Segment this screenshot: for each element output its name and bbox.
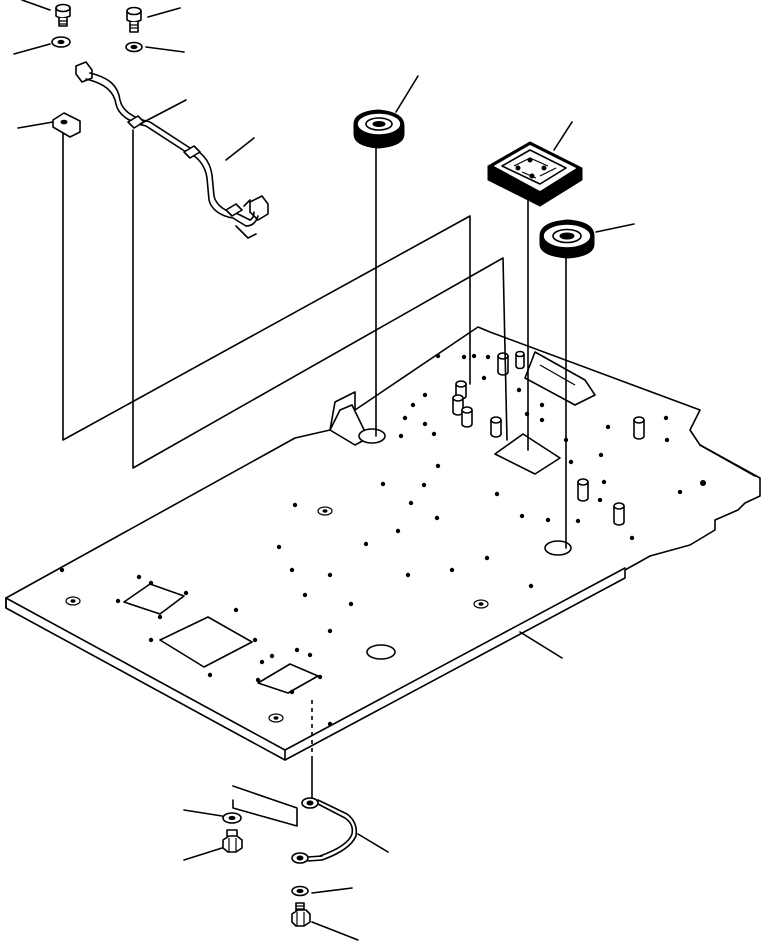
washer-top-left	[51, 36, 71, 48]
callout-leaders	[13, 0, 635, 941]
grommet-small	[353, 109, 405, 149]
washer-bottom-left	[222, 812, 242, 824]
washer-bottom-right	[291, 885, 309, 897]
bracket-clip	[52, 112, 81, 138]
plate-studs	[452, 350, 645, 526]
floor-plate	[5, 326, 761, 761]
plate-opening-center	[159, 616, 253, 668]
ground-strap	[291, 797, 358, 864]
plate-opening-left	[123, 583, 185, 615]
washer-top-center	[125, 41, 143, 53]
plate-opening-rear	[494, 433, 561, 475]
plate-round-hole	[366, 644, 396, 660]
bolt-top-left	[55, 3, 71, 27]
assembly-center-lines	[62, 129, 567, 827]
grommet-large	[487, 141, 583, 207]
wire-harness	[75, 61, 269, 239]
bolt-bottom-right	[291, 902, 311, 927]
bolt-top-center	[126, 6, 142, 33]
nut-bottom-left	[222, 829, 243, 853]
grommet-oval	[539, 219, 595, 259]
plate-holes	[59, 353, 706, 727]
plate-opening-front	[257, 663, 319, 694]
